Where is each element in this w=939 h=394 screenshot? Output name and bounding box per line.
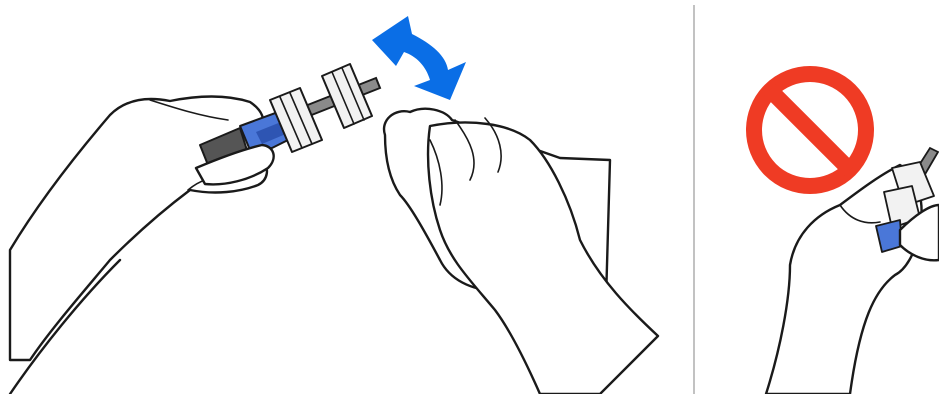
prohibited-method-panel [754, 74, 939, 394]
roller-tire [322, 64, 372, 128]
curved-double-arrow-icon [372, 16, 466, 100]
right-arm [428, 122, 658, 394]
correct-method-panel [10, 16, 658, 394]
right-hand-with-cloth [384, 109, 658, 394]
prohibition-sign-icon [754, 74, 866, 186]
